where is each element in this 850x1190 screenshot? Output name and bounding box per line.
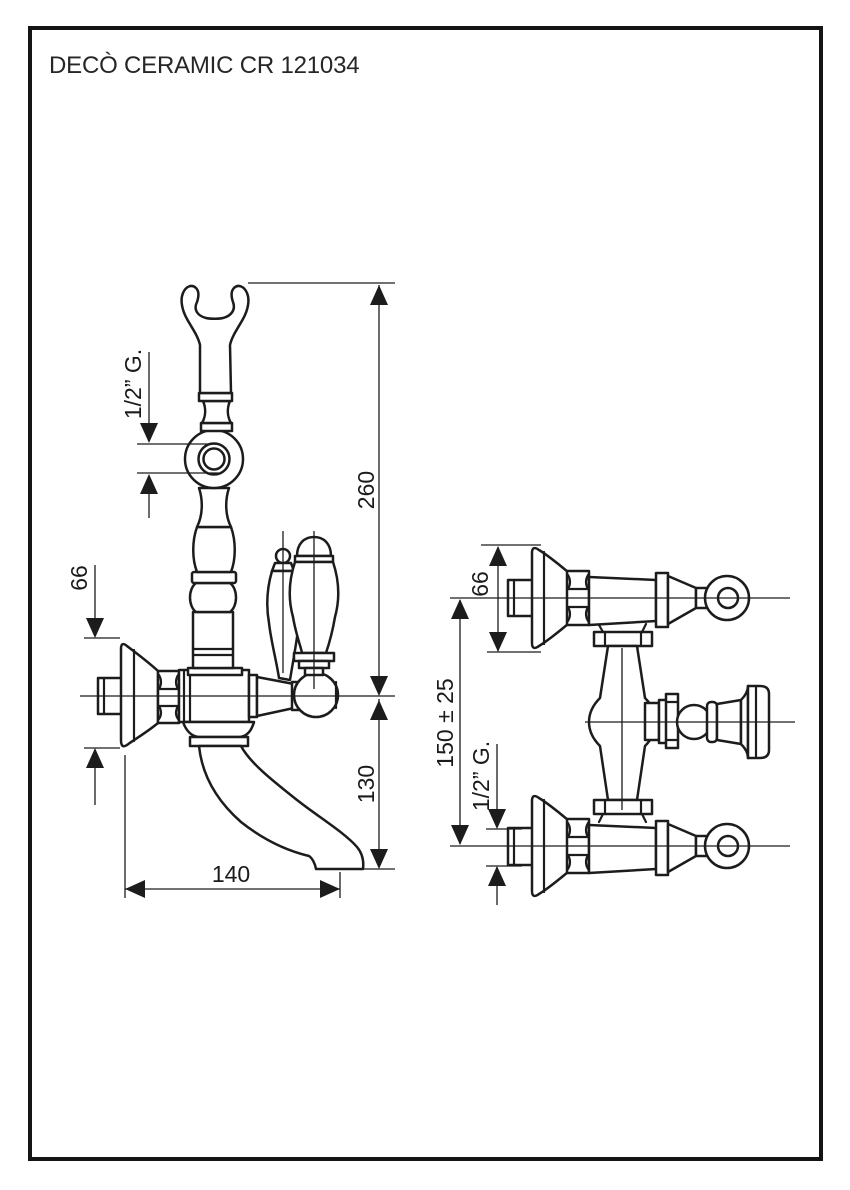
front-view-dimensions: 260 130 140 66 1/2” G.: [66, 282, 395, 898]
dim-label-130: 130: [353, 765, 379, 803]
cradle-fork: [180, 284, 250, 395]
dim-label-260: 260: [353, 471, 379, 509]
dim-label-half-inch-front: 1/2” G.: [120, 349, 146, 419]
tub-spout: [181, 720, 365, 871]
top-view: 66 150 ± 25 1/2” G.: [432, 544, 795, 905]
riser-column: [186, 486, 244, 677]
top-view-centerlines: [450, 597, 795, 847]
dim-label-66-front: 66: [66, 565, 92, 591]
page-title: DECÒ CERAMIC CR 121034: [49, 52, 360, 79]
handshower-connector-ring: [183, 391, 245, 490]
dim-label-66-top: 66: [467, 571, 493, 597]
front-view: 260 130 140 66 1/2” G.: [66, 282, 395, 898]
dim-label-150-25: 150 ± 25: [432, 678, 458, 767]
dim-label-half-inch-top: 1/2” G.: [468, 741, 494, 811]
front-view-centerlines: [80, 531, 395, 697]
dim-label-140: 140: [212, 861, 250, 887]
spout-ball-joint: [292, 671, 340, 719]
top-view-dimensions: 66 150 ± 25 1/2” G.: [432, 544, 541, 905]
